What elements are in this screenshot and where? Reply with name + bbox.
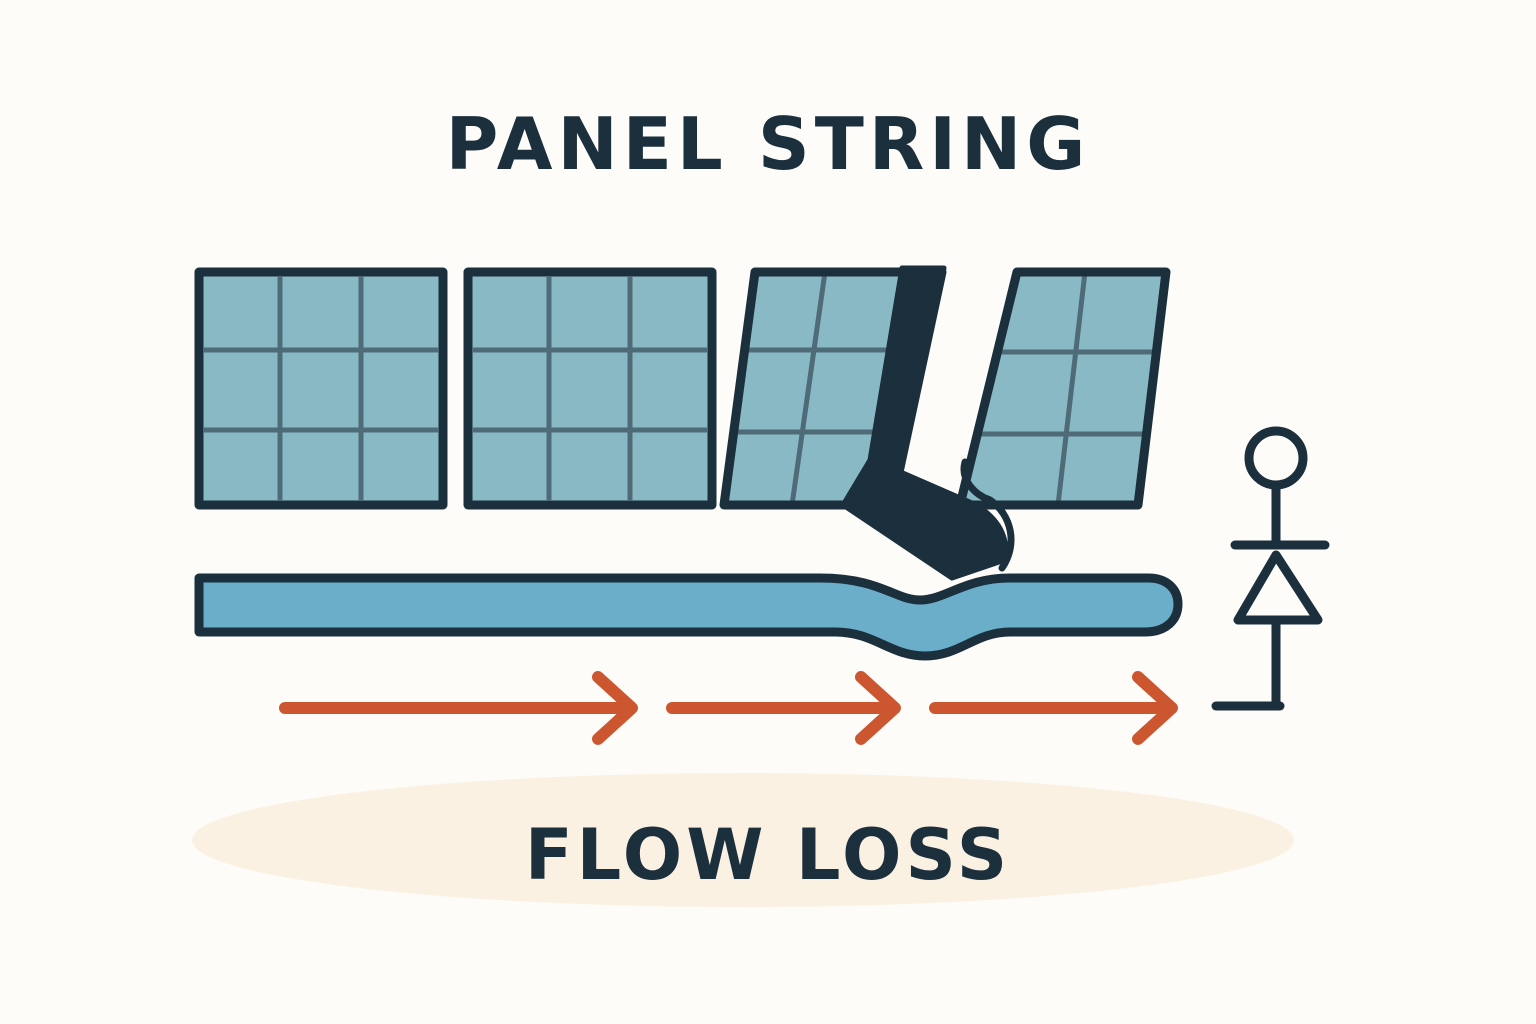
label-highlight (192, 773, 1294, 907)
panel-grid (472, 276, 708, 501)
cable-outline (960, 458, 1015, 572)
bent-cable (840, 265, 1009, 581)
arrow-right-icon (929, 671, 1178, 745)
flow-loss-label: FLOW LOSS (524, 814, 1012, 896)
arrow-right-icon (279, 671, 638, 745)
conduit-pipe (194, 573, 1183, 661)
diode-ground-icon (1211, 426, 1330, 711)
arrow-right-icon (666, 671, 901, 745)
panel-grid (203, 276, 439, 501)
flow-arrows (279, 671, 1178, 745)
solar-panel-1 (194, 267, 448, 510)
solar-panel-4 (955, 267, 1171, 510)
diagram-title: PANEL STRING (445, 102, 1091, 186)
solar-panel-2 (463, 267, 717, 510)
